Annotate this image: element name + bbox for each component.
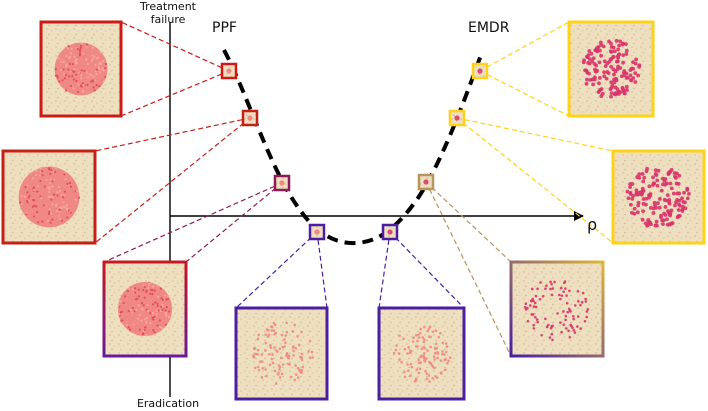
connector-p3-1 xyxy=(185,182,283,263)
snapshot-background xyxy=(569,22,653,116)
snapshot-p6 xyxy=(509,260,605,358)
snapshot-frame xyxy=(567,20,655,118)
connector-p2-1 xyxy=(94,117,251,244)
snapshot-p1 xyxy=(39,20,123,118)
tumor-core xyxy=(117,281,173,337)
phase-curve xyxy=(222,49,484,246)
tumor-cells xyxy=(252,321,314,385)
snapshot-p8 xyxy=(567,20,655,118)
connector-p5-1 xyxy=(389,231,465,309)
snapshot-background xyxy=(613,151,704,243)
snapshot-p2 xyxy=(1,149,97,245)
snapshot-frame xyxy=(509,260,605,358)
connector-p7-0 xyxy=(456,117,614,152)
connector-p8-0 xyxy=(479,21,570,72)
x-axis-label: ρ xyxy=(587,215,598,234)
marker-p4 xyxy=(308,223,326,241)
snapshot-frame xyxy=(611,149,706,245)
snapshot-p3 xyxy=(102,260,188,358)
ppf-label: PPF xyxy=(212,20,237,36)
snapshot-background xyxy=(236,308,327,399)
marker-p6 xyxy=(417,173,435,191)
marker-p1 xyxy=(220,62,238,80)
snapshot-frame xyxy=(102,260,188,358)
connector-p6-1 xyxy=(425,181,512,357)
connector-p7-1 xyxy=(456,117,614,244)
snapshot-p7 xyxy=(611,149,706,245)
tumor-cells xyxy=(523,280,590,342)
tumor-cells xyxy=(54,42,108,96)
snapshot-background xyxy=(379,308,464,399)
tumor-cells xyxy=(581,38,642,99)
snapshot-p5 xyxy=(377,306,466,401)
y-axis-bottom-label: Eradication xyxy=(136,397,200,410)
marker-p8 xyxy=(471,62,489,80)
snapshot-frame xyxy=(234,306,329,401)
snapshot-frame xyxy=(39,20,123,118)
connector-p6-0 xyxy=(425,181,512,263)
tumor-cells xyxy=(392,325,452,383)
connector-p3-0 xyxy=(103,182,283,263)
snapshot-frame xyxy=(377,306,466,401)
snapshot-background xyxy=(511,262,603,356)
marker-p7 xyxy=(448,109,466,127)
connector-lines xyxy=(94,21,614,357)
snapshot-p4 xyxy=(234,306,329,401)
y-axis-top-label: Treatment failure xyxy=(140,0,196,26)
snapshot-panels xyxy=(1,20,706,401)
tumor-cells xyxy=(625,166,691,228)
connector-p4-1 xyxy=(316,231,328,309)
tumor-core xyxy=(54,42,108,96)
connector-p2-0 xyxy=(94,117,251,152)
connector-p5-0 xyxy=(378,231,391,309)
snapshot-frame xyxy=(1,149,97,245)
tumor-cells xyxy=(18,166,81,228)
tumor-cells xyxy=(117,281,173,337)
emdr-label: EMDR xyxy=(468,20,510,36)
connector-p1-0 xyxy=(120,21,230,72)
connector-p1-1 xyxy=(120,70,230,117)
marker-p5 xyxy=(381,223,399,241)
connector-p8-1 xyxy=(479,70,570,117)
marker-p3 xyxy=(273,174,291,192)
curve-markers xyxy=(220,62,489,241)
connector-p4-0 xyxy=(235,231,318,309)
marker-p2 xyxy=(241,109,259,127)
